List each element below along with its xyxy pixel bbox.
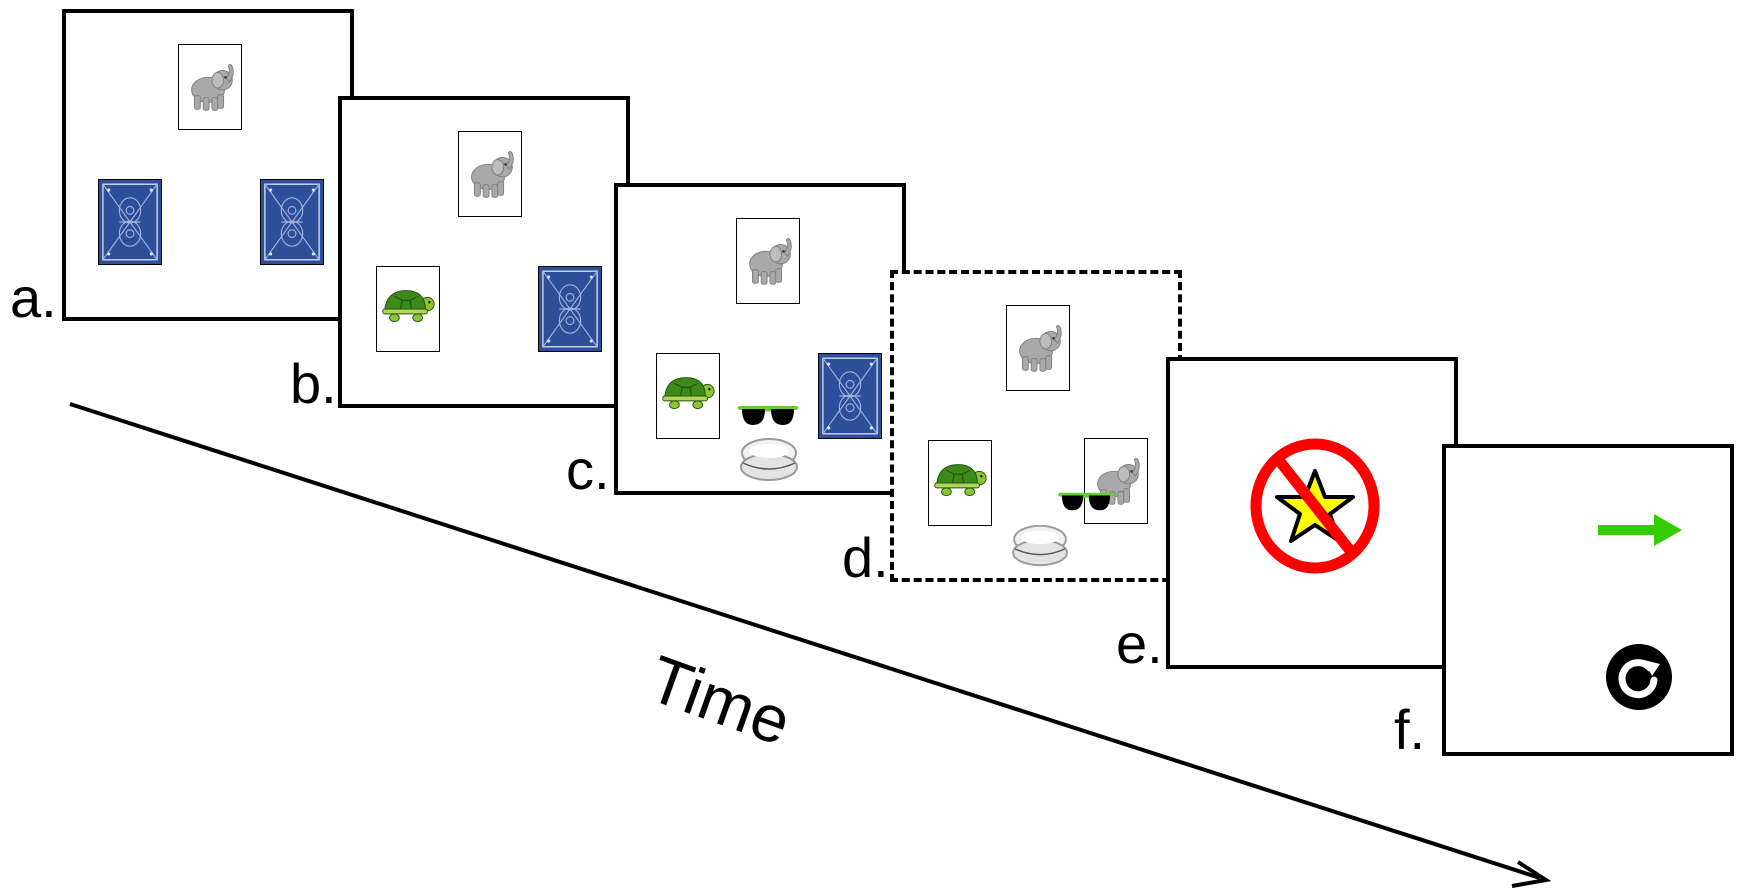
turtle-icon [929, 441, 991, 525]
sunglasses-icon [738, 403, 798, 429]
panel-label: d. [842, 526, 889, 589]
panel-label: c. [566, 438, 610, 501]
panel-f [1442, 444, 1734, 756]
card-back [260, 179, 324, 265]
replay-icon [1604, 642, 1674, 712]
turtle-card [928, 440, 992, 526]
elephant-icon [179, 45, 241, 129]
panel-d [890, 270, 1182, 582]
card-back-icon [539, 267, 601, 351]
sunglasses-icon [1058, 490, 1114, 514]
panel-b [338, 96, 630, 408]
card-back-icon [819, 354, 881, 438]
dish-icon [738, 435, 800, 485]
turtle-card [376, 266, 440, 352]
panel-label: e. [1116, 612, 1163, 675]
panel-e [1166, 357, 1458, 669]
card-back-icon [99, 180, 161, 264]
card-back [98, 179, 162, 265]
elephant-card [178, 44, 242, 130]
panel-label: b. [290, 352, 337, 415]
card-back-icon [261, 180, 323, 264]
elephant-card [1084, 438, 1148, 524]
panel-a [62, 9, 354, 321]
card-back [538, 266, 602, 352]
right-arrow-icon [1598, 510, 1682, 550]
elephant-icon [1007, 306, 1069, 390]
elephant-card [736, 218, 800, 304]
elephant-card [1006, 305, 1070, 391]
elephant-icon [459, 132, 521, 216]
no-star-icon [1248, 437, 1382, 575]
elephant-card [458, 131, 522, 217]
panel-label: a. [10, 266, 57, 329]
dish-icon [1010, 522, 1070, 570]
turtle-card [656, 353, 720, 439]
panel-label: f. [1394, 698, 1426, 761]
card-back [818, 353, 882, 439]
turtle-icon [377, 267, 439, 351]
elephant-icon [737, 219, 799, 303]
turtle-icon [657, 354, 719, 438]
panel-c [614, 183, 906, 495]
